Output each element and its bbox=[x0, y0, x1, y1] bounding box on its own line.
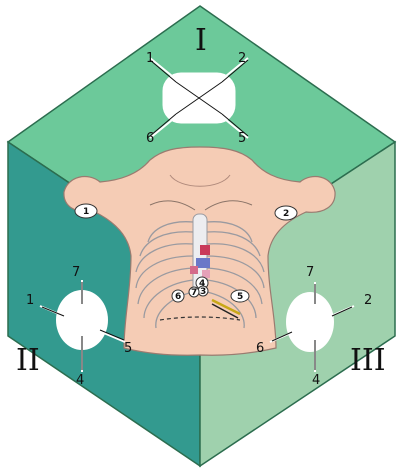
neck-contour bbox=[169, 174, 231, 187]
left-label-4: 4 bbox=[76, 373, 84, 388]
left-electrode-window bbox=[39, 280, 126, 372]
top-label-5: 5 bbox=[238, 131, 246, 146]
top-label-6: 6 bbox=[146, 131, 154, 146]
body-marker-6: 6 bbox=[171, 289, 185, 303]
roman-numeral-III: III bbox=[350, 343, 386, 378]
body-marker-1: 1 bbox=[74, 203, 98, 219]
body-marker-5-label: 5 bbox=[237, 292, 243, 302]
costal-margin-line bbox=[159, 316, 241, 321]
body-marker-5: 5 bbox=[230, 289, 250, 303]
roman-numeral-I: I bbox=[195, 23, 207, 58]
roman-numeral-II: II bbox=[16, 343, 40, 378]
right-label-2: 2 bbox=[364, 293, 372, 308]
left-clavicle bbox=[149, 200, 196, 211]
top-electrode-window bbox=[149, 57, 249, 139]
ribcage bbox=[135, 221, 265, 329]
right-label-4: 4 bbox=[312, 373, 320, 388]
body-marker-1-label: 1 bbox=[83, 207, 89, 217]
left-label-1: 1 bbox=[26, 293, 34, 308]
top-label-1: 1 bbox=[146, 51, 154, 66]
right-clavicle bbox=[204, 200, 253, 211]
body-marker-6-label: 6 bbox=[175, 292, 181, 302]
right-label-6: 6 bbox=[256, 341, 264, 356]
left-label-7: 7 bbox=[72, 265, 80, 280]
body-marker-4-label: 4 bbox=[199, 279, 205, 289]
right-electrode-window bbox=[269, 282, 355, 372]
body-marker-3-label: 3 bbox=[200, 287, 206, 297]
body-marker-7-label: 7 bbox=[191, 288, 197, 298]
body-marker-2-label: 2 bbox=[283, 209, 289, 219]
left-label-5: 5 bbox=[124, 341, 132, 356]
top-label-2: 2 bbox=[238, 51, 246, 66]
right-label-7: 7 bbox=[306, 265, 314, 280]
body-marker-7: 7 bbox=[188, 286, 200, 298]
mediastinum-structures bbox=[190, 245, 241, 319]
body-marker-2: 2 bbox=[274, 205, 298, 221]
